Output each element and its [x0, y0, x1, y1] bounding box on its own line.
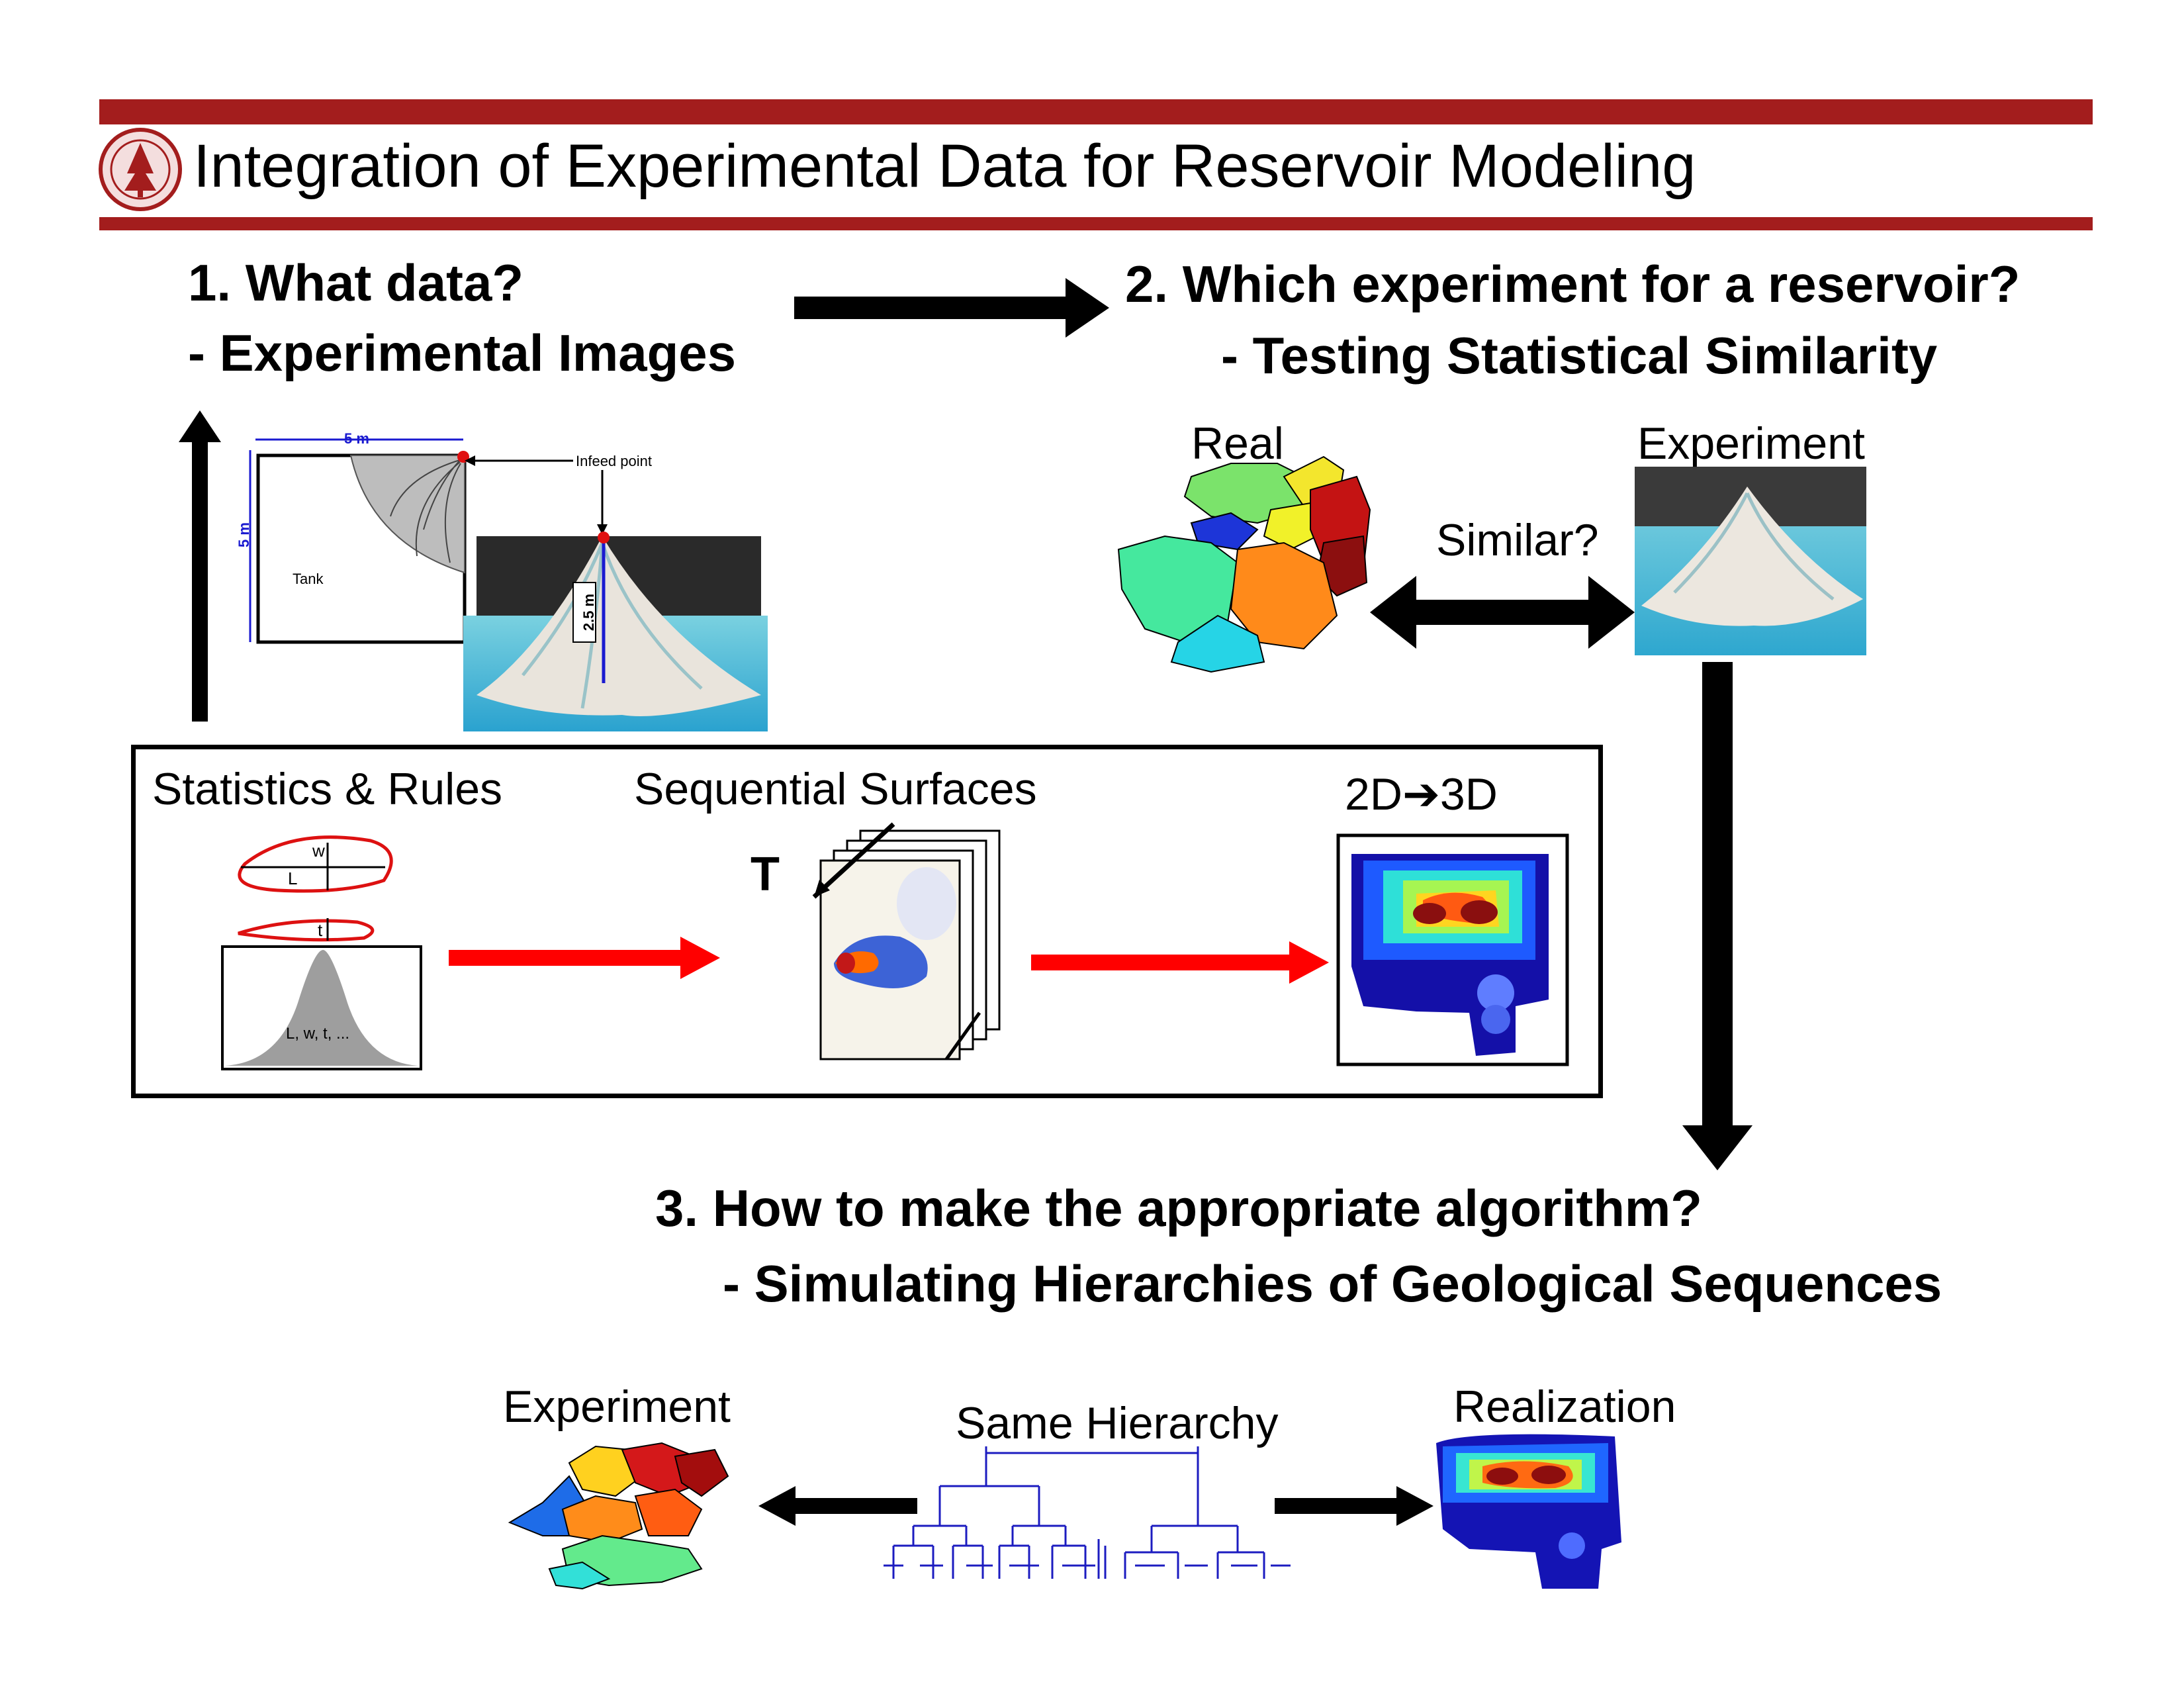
q2-title: 2. Which experiment for a reservoir?	[1125, 255, 2021, 313]
tank-width-label: 5 m	[344, 430, 369, 447]
q1-title: 1. What data?	[188, 254, 524, 312]
header-bottom-bar	[99, 217, 2093, 230]
q3-subtitle: - Simulating Hierarchies of Geological S…	[723, 1254, 1942, 1313]
real-reservoir-map	[1117, 455, 1371, 673]
experiment-label-top: Experiment	[1637, 418, 1865, 469]
university-seal-logo	[99, 128, 182, 211]
real-label: Real	[1191, 418, 1284, 469]
realization-3d-map	[1436, 1434, 1621, 1589]
experiment-photo-right	[1635, 467, 1866, 655]
depth-label: 2.5 m	[580, 593, 598, 632]
l-symbol: L	[288, 868, 298, 888]
red-arrow-2	[1031, 941, 1329, 984]
experiment-deposits-map	[508, 1442, 729, 1590]
heatmap-3d-result	[1336, 833, 1569, 1066]
dimension-label: 2D➔3D	[1345, 768, 1498, 821]
q3-title: 3. How to make the appropriate algorithm…	[655, 1179, 1702, 1237]
arrow-down-q2-to-q3	[1682, 662, 1752, 1170]
tank-label: Tank	[293, 571, 324, 587]
process-box	[131, 745, 1603, 1098]
realization-label: Realization	[1453, 1382, 1676, 1432]
header-top-bar	[99, 99, 2093, 124]
t-symbol: t	[318, 920, 323, 940]
infeed-point-label: Infeed point	[576, 453, 652, 469]
q2-subtitle: - Testing Statistical Similarity	[1221, 326, 1938, 385]
stats-rules-label: Statistics & Rules	[152, 764, 503, 814]
stats-shapes-diagram	[221, 835, 422, 1070]
tank-diagram	[249, 438, 469, 644]
dim-2d-label: 2D	[1345, 769, 1402, 820]
page-title: Integration of Experimental Data for Res…	[193, 132, 1696, 200]
dim-3d-label: 3D	[1439, 769, 1498, 820]
arrow-left-to-experiment	[758, 1486, 917, 1526]
arrow-right-icon: ➔	[1402, 769, 1440, 820]
sequential-surfaces-label: Sequential Surfaces	[634, 764, 1037, 814]
arrow-up-feedback	[179, 410, 221, 722]
tank-height-label: 5 m	[235, 522, 252, 547]
same-hierarchy-label: Same Hierarchy	[956, 1398, 1279, 1448]
q1-subtitle: - Experimental Images	[188, 324, 736, 382]
w-symbol: w	[312, 841, 325, 861]
arrow-right-q1-to-q2	[794, 278, 1109, 338]
time-label: T	[751, 848, 780, 901]
distribution-label: L, w, t, ...	[286, 1025, 350, 1043]
hierarchy-dendrogram	[884, 1446, 1291, 1579]
similar-question-label: Similar?	[1436, 515, 1599, 565]
red-arrow-1	[449, 937, 720, 979]
experiment-label-bottom: Experiment	[503, 1382, 731, 1432]
tank-experiment-photo	[463, 532, 768, 731]
double-arrow-similar	[1370, 576, 1635, 649]
infeed-pointer-arrows	[465, 455, 608, 535]
sequential-surfaces-stack	[812, 822, 1001, 1060]
arrow-right-to-realization	[1275, 1486, 1433, 1526]
